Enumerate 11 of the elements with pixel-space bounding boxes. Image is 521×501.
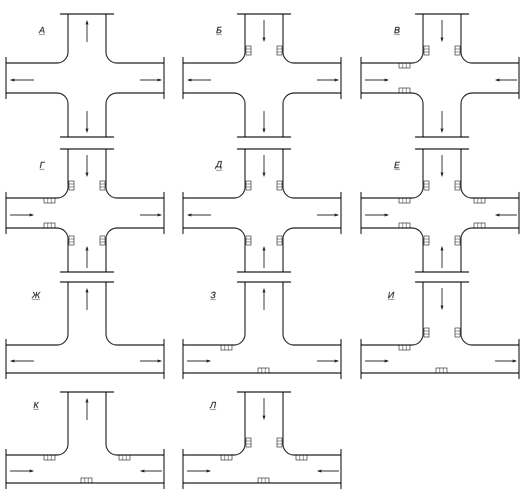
panel-letter: Е — [394, 162, 400, 170]
panel-letter: Ж — [32, 292, 41, 300]
panel-letter: Л — [209, 402, 216, 410]
panel-letter: Г — [39, 162, 46, 170]
panel-letter: Б — [216, 26, 222, 35]
panel-letter: З — [210, 292, 216, 300]
panel-letter: И — [388, 292, 394, 300]
panel-letter: Д — [215, 161, 222, 171]
panel-letter: А — [38, 26, 46, 35]
panel-letter: В — [394, 26, 400, 35]
panel-letter: К — [33, 402, 40, 410]
